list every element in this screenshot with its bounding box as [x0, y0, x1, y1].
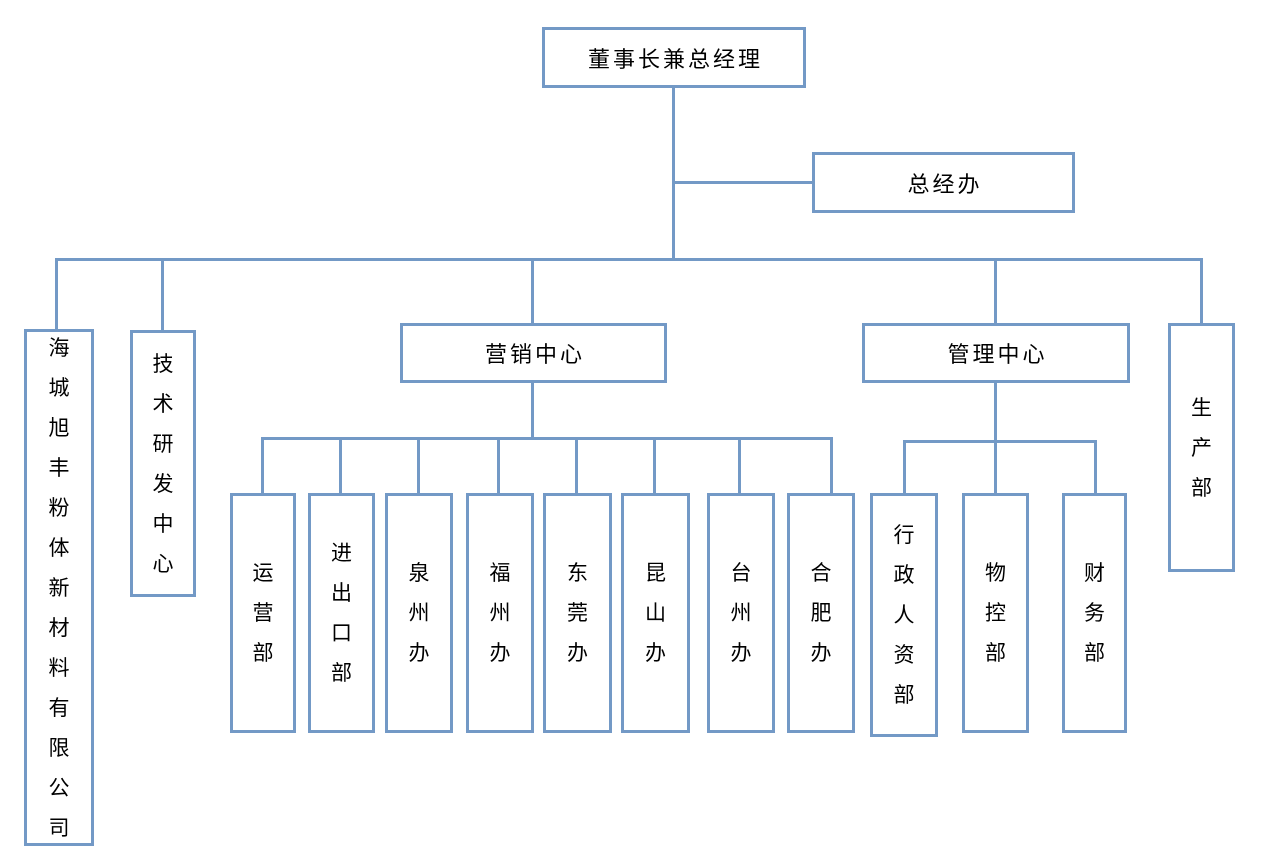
connector-marketing-drop-5	[575, 440, 578, 493]
connector-drop-production-dept	[1200, 261, 1203, 323]
connector-drop-marketing-center	[531, 261, 534, 323]
org-node-gm-office: 总经办	[812, 152, 1075, 213]
connector-marketing-drop-3	[417, 440, 420, 493]
org-node-company: 海城旭丰粉体新材料有限公司	[24, 329, 94, 846]
org-node-rnd-center: 技术研发中心	[130, 330, 196, 597]
org-node-label: 海城旭丰粉体新材料有限公司	[48, 335, 70, 840]
org-node-label: 营销中心	[484, 342, 585, 367]
connector-marketing-drop-6	[653, 440, 656, 493]
org-node-label: 泉州办	[408, 561, 430, 665]
org-node-material-control-dept: 物控部	[962, 493, 1029, 733]
connector-level1-bus	[55, 258, 1203, 261]
org-node-finance-dept: 财务部	[1062, 493, 1127, 733]
org-node-label: 财务部	[1084, 561, 1105, 665]
connector-gm-office-branch	[675, 181, 812, 184]
connector-marketing-stub	[531, 383, 534, 437]
org-node-operations-dept: 运营部	[230, 493, 296, 733]
org-node-management-center: 管理中心	[862, 323, 1130, 383]
org-node-label: 行政人资部	[893, 523, 915, 707]
org-node-kunshan-office: 昆山办	[621, 493, 690, 733]
connector-drop-company	[55, 261, 58, 329]
connector-management-drop-3	[1094, 443, 1097, 493]
org-node-label: 进出口部	[331, 541, 352, 685]
org-node-chairman-gm: 董事长兼总经理	[542, 27, 806, 88]
org-node-label: 昆山办	[645, 561, 666, 665]
org-node-hefei-office: 合肥办	[787, 493, 855, 733]
connector-drop-rnd-center	[161, 261, 164, 330]
org-node-quanzhou-office: 泉州办	[385, 493, 453, 733]
connector-management-drop-1	[903, 443, 906, 493]
org-node-label: 生产部	[1191, 395, 1212, 500]
connector-trunk	[672, 88, 675, 261]
org-node-production-dept: 生产部	[1168, 323, 1235, 572]
org-node-dongguan-office: 东莞办	[543, 493, 612, 733]
org-node-taizhou-office: 台州办	[707, 493, 775, 733]
connector-marketing-drop-8	[830, 440, 833, 493]
connector-management-bus	[903, 440, 1097, 443]
org-node-label: 技术研发中心	[152, 351, 174, 576]
connector-management-drop-2	[994, 443, 997, 493]
org-node-marketing-center: 营销中心	[400, 323, 667, 383]
org-node-import-export-dept: 进出口部	[308, 493, 375, 733]
org-node-label: 运营部	[252, 561, 274, 665]
org-node-label: 台州办	[730, 561, 752, 665]
org-node-label: 管理中心	[947, 342, 1048, 367]
org-node-admin-hr-dept: 行政人资部	[870, 493, 938, 737]
connector-management-stub	[994, 383, 997, 440]
org-node-label: 福州办	[489, 561, 511, 665]
org-node-fuzhou-office: 福州办	[466, 493, 534, 733]
org-node-label: 物控部	[985, 561, 1006, 665]
connector-drop-management-center	[994, 261, 997, 323]
org-node-label: 东莞办	[567, 561, 588, 665]
connector-marketing-drop-1	[261, 440, 264, 493]
org-node-label: 总经办	[907, 171, 983, 197]
connector-marketing-drop-4	[497, 440, 500, 493]
connector-marketing-bus	[261, 437, 833, 440]
connector-marketing-drop-7	[738, 440, 741, 493]
connector-marketing-drop-2	[339, 440, 342, 493]
org-node-label: 董事长兼总经理	[587, 46, 763, 72]
org-node-label: 合肥办	[810, 561, 832, 665]
